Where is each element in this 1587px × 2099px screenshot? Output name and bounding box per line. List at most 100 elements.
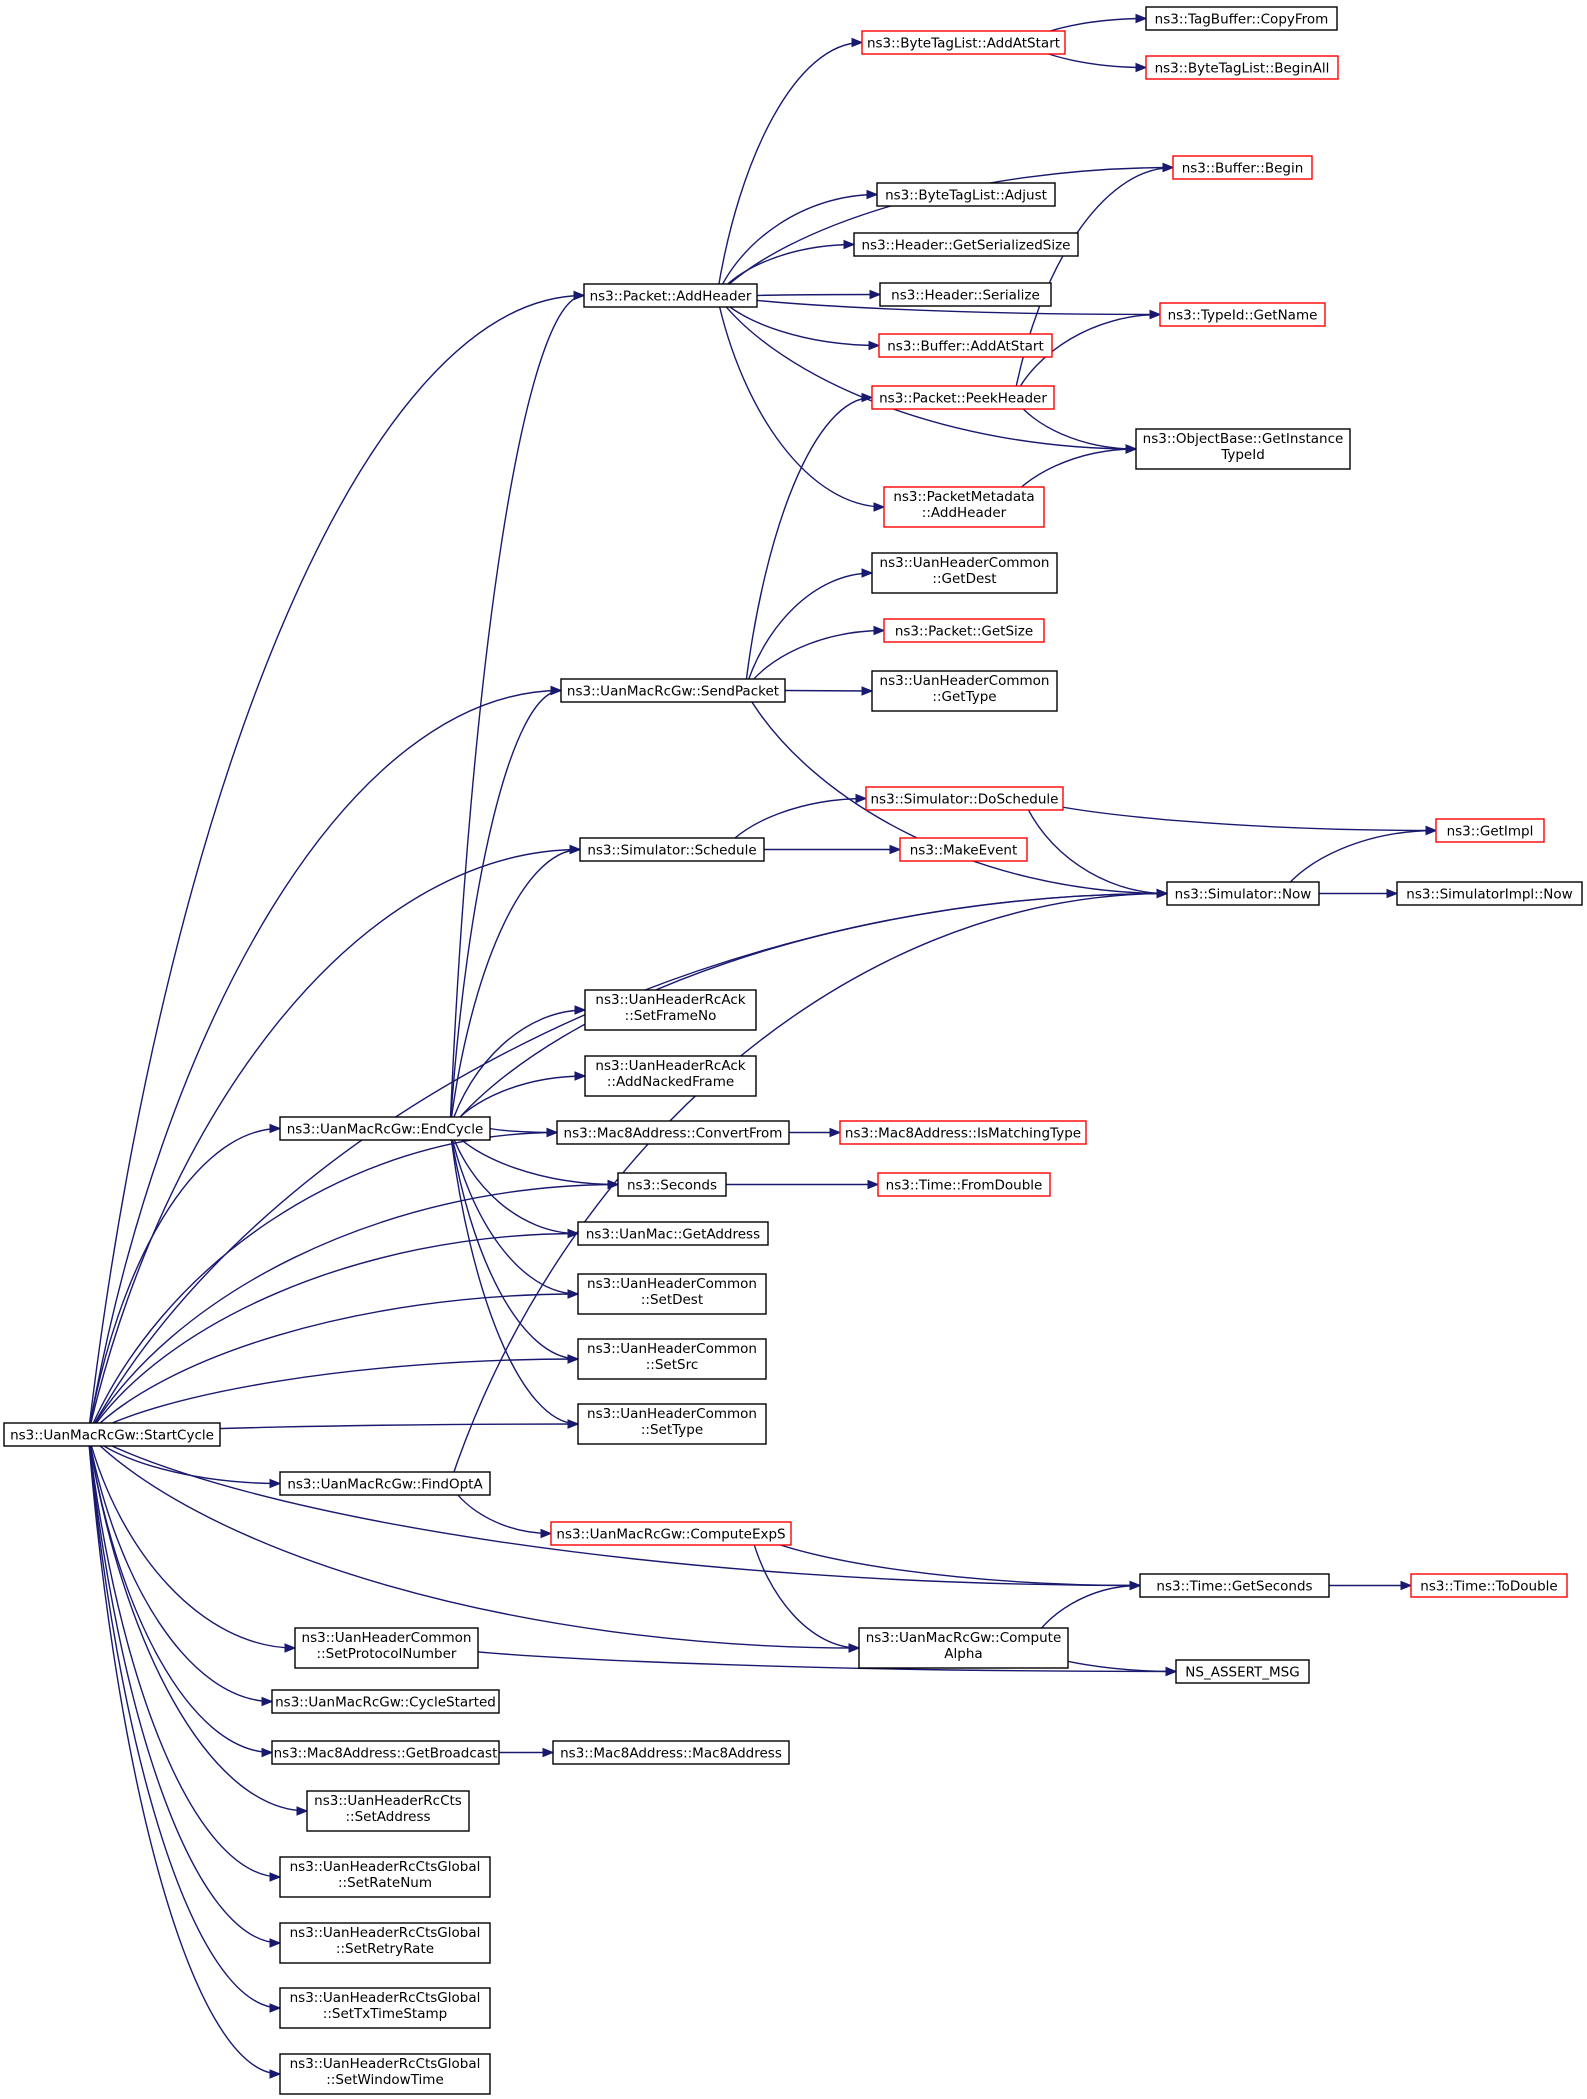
- node-label-rccts_setaddress-line1: ns3::UanHeaderRcCts: [314, 1793, 462, 1809]
- call-edge-endcycle-to-sim_now: [449, 892, 1168, 1129]
- arrowhead-startcycle-to-cyclestarted: [261, 1696, 274, 1707]
- node-uhc_setsrc[interactable]: ns3::UanHeaderCommon::SetSrc: [577, 1338, 767, 1380]
- node-makeevent[interactable]: ns3::MakeEvent: [899, 837, 1028, 862]
- node-label-time_getseconds: ns3::Time::GetSeconds: [1156, 1579, 1312, 1595]
- node-label-computealpha-line2: Alpha: [944, 1646, 982, 1662]
- call-edge-addheader-to-bt_adjust: [716, 193, 878, 296]
- node-peekheader[interactable]: ns3::Packet::PeekHeader: [871, 385, 1055, 410]
- node-bt_addatstart[interactable]: ns3::ByteTagList::AddAtStart: [861, 30, 1066, 55]
- call-edge-startcycle-to-addheader: [87, 294, 585, 1435]
- node-uhc_setdest[interactable]: ns3::UanHeaderCommon::SetDest: [577, 1273, 767, 1315]
- call-edge-startcycle-to-rccts_setaddress: [87, 1434, 308, 1812]
- node-uhc_gettype[interactable]: ns3::UanHeaderCommon::GetType: [871, 670, 1058, 712]
- node-box-addheader: [583, 283, 758, 308]
- node-addheader[interactable]: ns3::Packet::AddHeader: [583, 283, 758, 308]
- node-label-mac8_convertfrom: ns3::Mac8Address::ConvertFrom: [564, 1126, 783, 1142]
- call-edge-peekheader-to-typeid_getname: [1013, 313, 1161, 398]
- node-uhc_getdest[interactable]: ns3::UanHeaderCommon::GetDest: [871, 552, 1058, 594]
- node-pm_addheader[interactable]: ns3::PacketMetadata::AddHeader: [883, 486, 1045, 528]
- node-label-mac8_mac8address: ns3::Mac8Address::Mac8Address: [560, 1746, 782, 1762]
- node-uanmac_getaddr[interactable]: ns3::UanMac::GetAddress: [577, 1221, 769, 1246]
- node-rcack_addnacked[interactable]: ns3::UanHeaderRcAck::AddNackedFrame: [584, 1055, 757, 1097]
- node-label-uhc_settype-line1: ns3::UanHeaderCommon: [587, 1406, 757, 1422]
- call-edge-startcycle-to-seconds: [87, 1183, 619, 1435]
- node-rcctsg_setratenum[interactable]: ns3::UanHeaderRcCtsGlobal::SetRateNum: [279, 1856, 491, 1898]
- node-uhc_settype[interactable]: ns3::UanHeaderCommon::SetType: [577, 1403, 767, 1445]
- node-label-hdr_serialize: ns3::Header::Serialize: [891, 288, 1040, 304]
- node-time_getseconds[interactable]: ns3::Time::GetSeconds: [1139, 1573, 1330, 1598]
- node-simimpl_now[interactable]: ns3::SimulatorImpl::Now: [1396, 881, 1583, 906]
- node-time_todouble[interactable]: ns3::Time::ToDouble: [1410, 1573, 1568, 1598]
- node-sim_doschedule[interactable]: ns3::Simulator::DoSchedule: [865, 786, 1064, 811]
- node-label-cyclestarted: ns3::UanMacRcGw::CycleStarted: [275, 1695, 496, 1711]
- node-rccts_setaddress[interactable]: ns3::UanHeaderRcCts::SetAddress: [306, 1790, 470, 1832]
- arrowhead-findopta-to-sim_now: [1156, 888, 1169, 899]
- call-edge-endcycle-to-uanmac_getaddr: [449, 1128, 579, 1235]
- arrowhead-endcycle-to-sim_schedule: [569, 844, 582, 855]
- node-rcctsg_setretryrate[interactable]: ns3::UanHeaderRcCtsGlobal::SetRetryRate: [279, 1922, 491, 1964]
- arrowhead-pm_addheader-to-objbase_getinst: [1125, 444, 1138, 454]
- arrowhead-startcycle-to-uhc_setprotonum: [284, 1643, 297, 1653]
- node-tb_copyfrom[interactable]: ns3::TagBuffer::CopyFrom: [1145, 6, 1338, 31]
- node-seconds[interactable]: ns3::Seconds: [617, 1172, 727, 1197]
- node-packet_getsize[interactable]: ns3::Packet::GetSize: [883, 618, 1045, 643]
- node-box-packet_getsize: [883, 618, 1045, 643]
- node-buffer_begin[interactable]: ns3::Buffer::Begin: [1172, 155, 1313, 180]
- node-mac8_ismatching[interactable]: ns3::Mac8Address::IsMatchingType: [839, 1120, 1087, 1145]
- node-rcctsg_settxts[interactable]: ns3::UanHeaderRcCtsGlobal::SetTxTimeStam…: [279, 1987, 491, 2029]
- node-computeexps[interactable]: ns3::UanMacRcGw::ComputeExpS: [550, 1521, 792, 1546]
- node-label-bt_adjust: ns3::ByteTagList::Adjust: [885, 188, 1047, 204]
- node-sim_now[interactable]: ns3::Simulator::Now: [1166, 881, 1320, 906]
- node-label-rcctsg_setratenum-line1: ns3::UanHeaderRcCtsGlobal: [290, 1859, 481, 1875]
- node-label-rcctsg_setretryrate-line2: ::SetRetryRate: [336, 1941, 434, 1957]
- node-box-computealpha: [858, 1627, 1069, 1669]
- node-findopta[interactable]: ns3::UanMacRcGw::FindOptA: [279, 1471, 491, 1496]
- call-edge-sendpacket-to-sim_now: [744, 690, 1168, 895]
- node-hdr_serialize[interactable]: ns3::Header::Serialize: [879, 282, 1052, 307]
- node-getimpl[interactable]: ns3::GetImpl: [1435, 818, 1545, 843]
- arrowhead-endcycle-to-uhc_setsrc: [567, 1354, 580, 1364]
- node-time_fromdouble[interactable]: ns3::Time::FromDouble: [877, 1172, 1051, 1197]
- arrowhead-endcycle-to-rcack_setframeno: [574, 1005, 587, 1015]
- node-uhc_setprotonum[interactable]: ns3::UanHeaderCommon::SetProtocolNumber: [294, 1627, 479, 1669]
- node-box-buffer_begin: [1172, 155, 1313, 180]
- node-mac8_getbroadcast[interactable]: ns3::Mac8Address::GetBroadcast: [271, 1740, 500, 1765]
- node-cyclestarted[interactable]: ns3::UanMacRcGw::CycleStarted: [271, 1689, 500, 1714]
- node-buffer_addatstart[interactable]: ns3::Buffer::AddAtStart: [878, 333, 1053, 358]
- node-label-typeid_getname: ns3::TypeId::GetName: [1168, 308, 1318, 324]
- node-rcack_setframeno[interactable]: ns3::UanHeaderRcAck::SetFrameNo: [584, 989, 757, 1031]
- node-bt_beginall[interactable]: ns3::ByteTagList::BeginAll: [1145, 55, 1339, 80]
- node-endcycle[interactable]: ns3::UanMacRcGw::EndCycle: [279, 1116, 491, 1141]
- node-mac8_mac8address[interactable]: ns3::Mac8Address::Mac8Address: [552, 1740, 790, 1765]
- node-ns_assert_msg[interactable]: NS_ASSERT_MSG: [1175, 1659, 1310, 1684]
- node-box-rcack_setframeno: [584, 989, 757, 1031]
- node-bt_adjust[interactable]: ns3::ByteTagList::Adjust: [876, 182, 1056, 207]
- arrowhead-seconds-to-time_fromdouble: [867, 1179, 880, 1190]
- node-label-rcack_setframeno-line1: ns3::UanHeaderRcAck: [595, 992, 745, 1008]
- node-typeid_getname[interactable]: ns3::TypeId::GetName: [1159, 302, 1326, 327]
- call-edge-endcycle-to-uhc_settype: [449, 1128, 579, 1425]
- node-box-buffer_addatstart: [878, 333, 1053, 358]
- node-startcycle[interactable]: ns3::UanMacRcGw::StartCycle: [3, 1422, 221, 1447]
- call-edge-sendpacket-to-uhc_gettype: [784, 689, 873, 692]
- node-hdr_getsersize[interactable]: ns3::Header::GetSerializedSize: [853, 232, 1079, 257]
- node-box-uhc_gettype: [871, 670, 1058, 712]
- node-rcctsg_setwindowtime[interactable]: ns3::UanHeaderRcCtsGlobal::SetWindowTime: [279, 2053, 491, 2095]
- arrowhead-endcycle-to-rcack_addnacked: [574, 1071, 587, 1081]
- node-box-mac8_convertfrom: [556, 1120, 790, 1145]
- node-box-computeexps: [550, 1521, 792, 1546]
- node-box-time_getseconds: [1139, 1573, 1330, 1598]
- node-sim_schedule[interactable]: ns3::Simulator::Schedule: [579, 837, 765, 862]
- node-label-uhc_gettype-line2: ::GetType: [932, 689, 996, 705]
- node-box-ns_assert_msg: [1175, 1659, 1310, 1684]
- node-box-getimpl: [1435, 818, 1545, 843]
- node-box-uhc_setprotonum: [294, 1627, 479, 1669]
- node-label-packet_getsize: ns3::Packet::GetSize: [895, 624, 1033, 640]
- node-sendpacket[interactable]: ns3::UanMacRcGw::SendPacket: [560, 678, 786, 703]
- call-edge-endcycle-to-rcack_setframeno: [449, 1009, 586, 1129]
- node-mac8_convertfrom[interactable]: ns3::Mac8Address::ConvertFrom: [556, 1120, 790, 1145]
- call-edge-startcycle-to-rcctsg_setretryrate: [87, 1434, 281, 1944]
- node-label-computealpha-line1: ns3::UanMacRcGw::Compute: [866, 1630, 1062, 1646]
